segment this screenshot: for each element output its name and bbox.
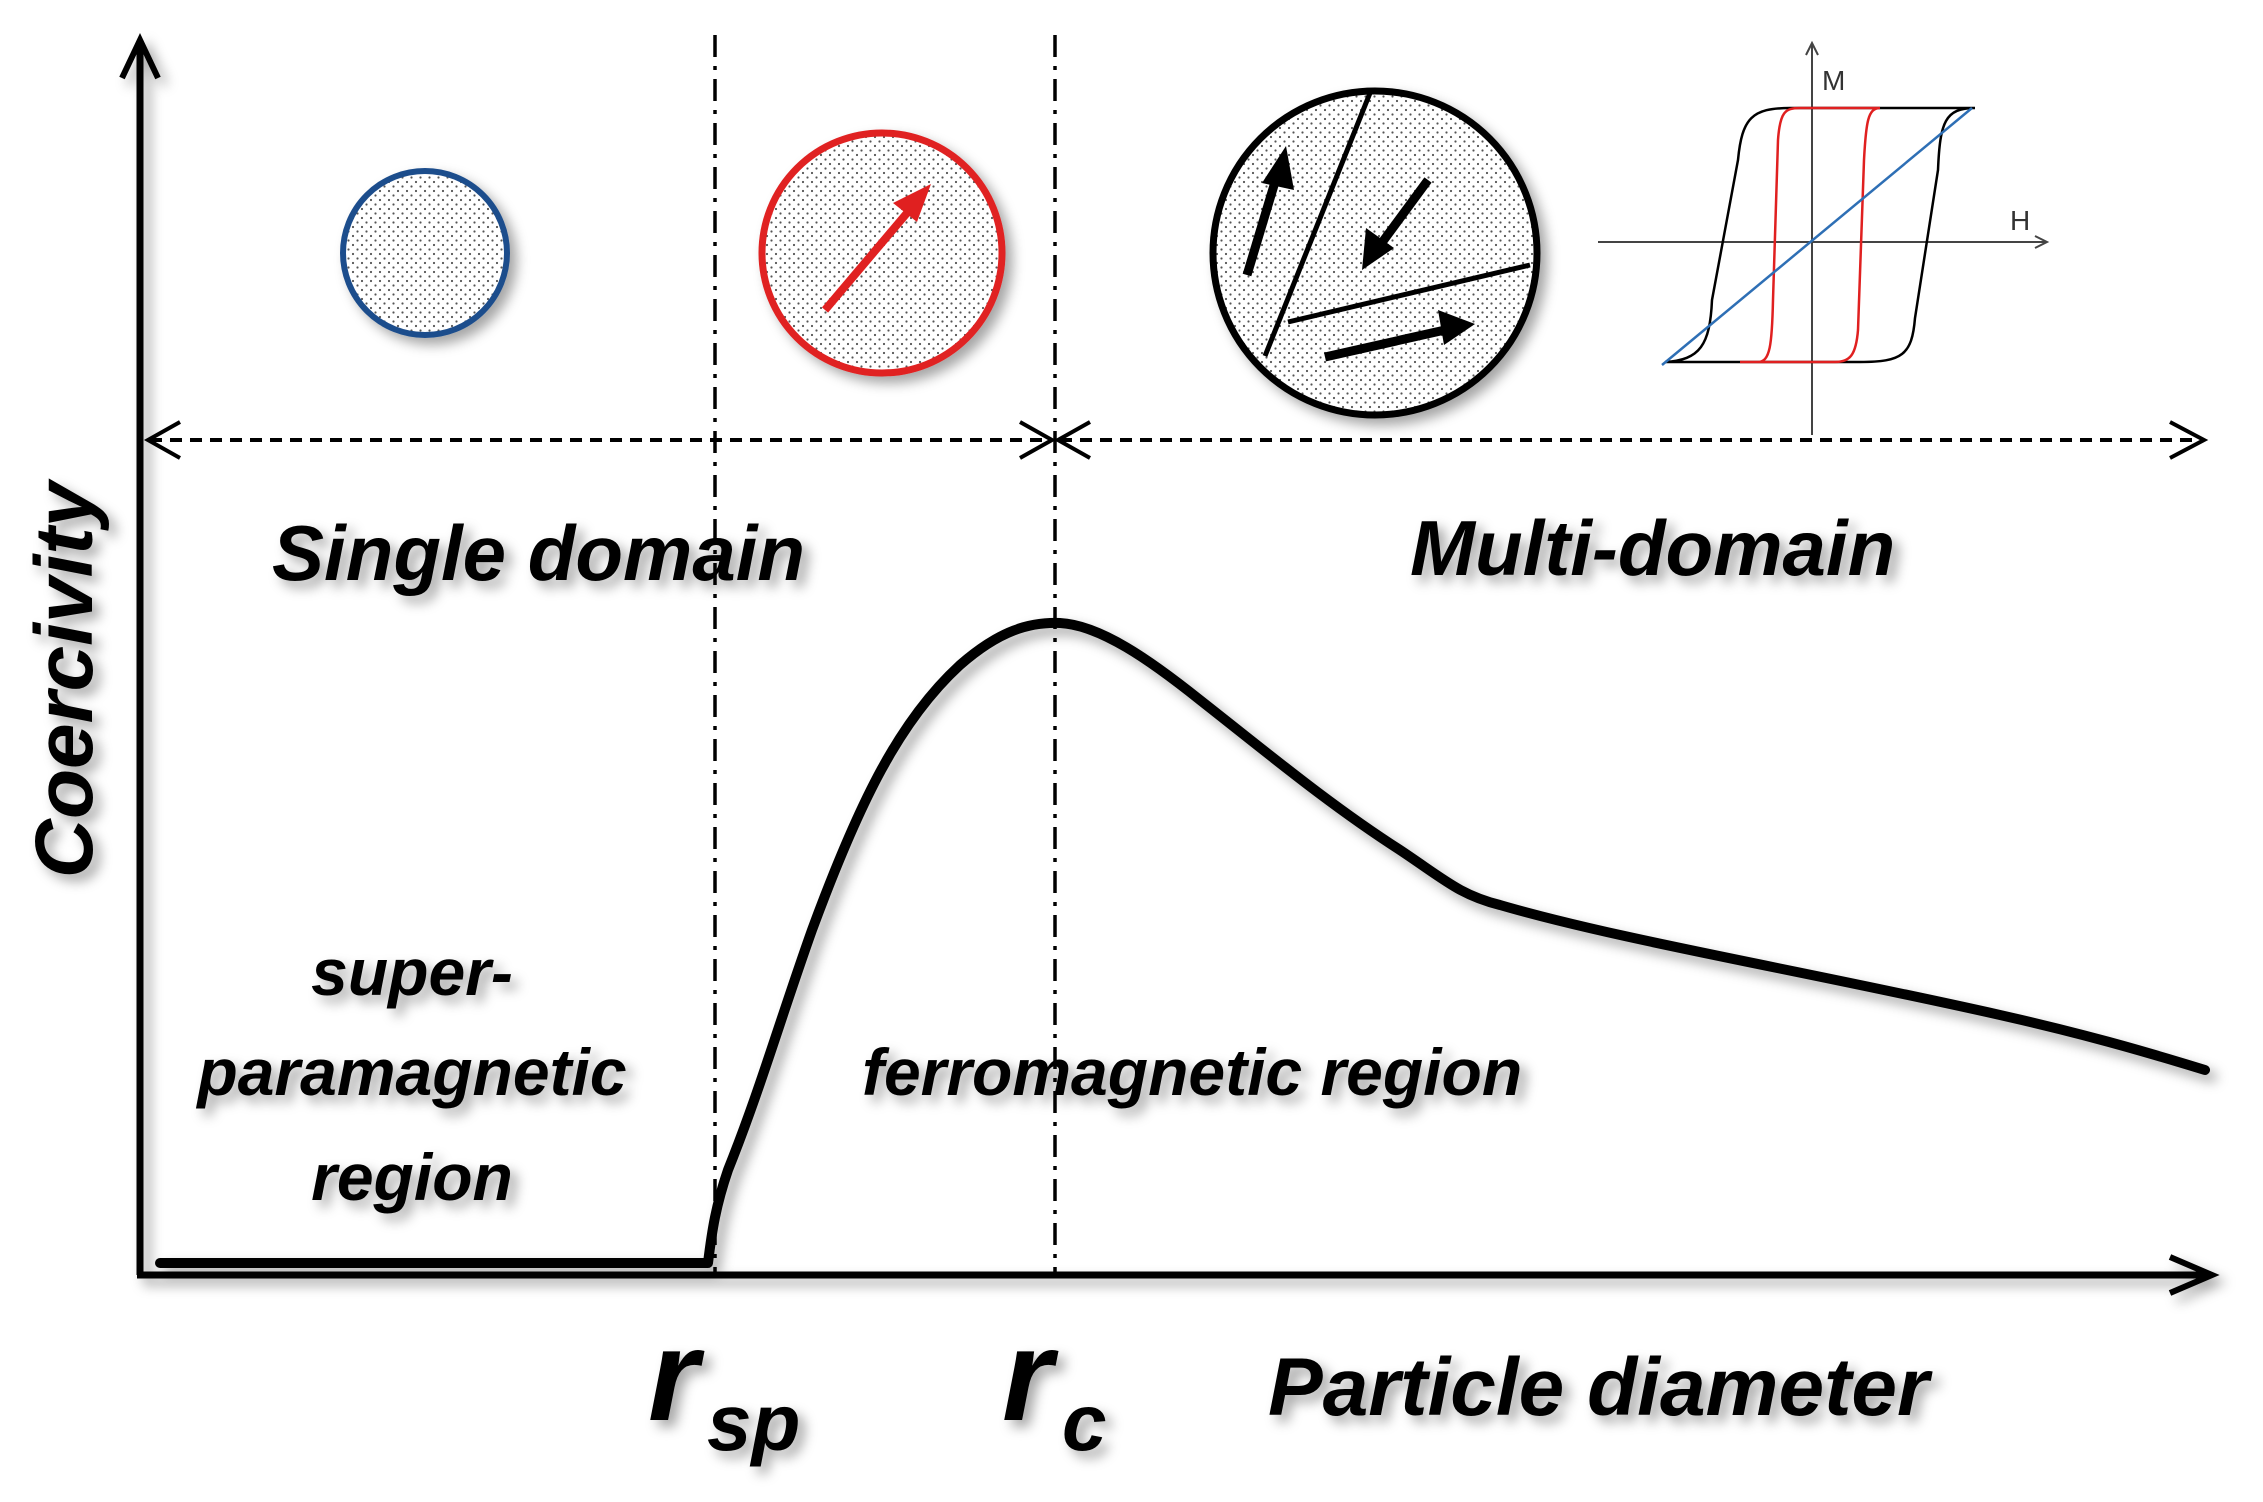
- svg-text:sp: sp: [707, 1378, 800, 1467]
- svg-text:c: c: [1062, 1378, 1107, 1467]
- hysteresis-inset: M H: [1598, 40, 2050, 435]
- superparamagnetic-particle: [340, 168, 510, 338]
- rsp-label: r sp: [648, 1302, 800, 1467]
- single-domain-label: Single domain: [272, 509, 805, 597]
- rc-label: r c: [1002, 1302, 1107, 1467]
- ferromagnetic-region-label: ferromagnetic region: [862, 1035, 1522, 1109]
- multi-domain-range-arrow: [1053, 420, 2209, 460]
- svg-text:r: r: [648, 1302, 705, 1448]
- linear-magnetization-line: [1661, 107, 1973, 366]
- wide-hysteresis-loop: [1664, 106, 1976, 364]
- svg-text:r: r: [1002, 1302, 1059, 1448]
- single-domain-range-arrow: [143, 420, 1057, 460]
- inset-m-label: M: [1822, 65, 1845, 96]
- magnetization-arrow: [821, 197, 922, 313]
- superparamagnetic-label-line2: paramagnetic: [195, 1035, 626, 1109]
- coercivity-curve: [155, 617, 2210, 1268]
- domain-wall: [1262, 92, 1373, 357]
- axes: [119, 32, 2220, 1296]
- superparamagnetic-label-line1: super-: [311, 935, 513, 1009]
- multi-domain-label: Multi-domain: [1410, 504, 1895, 592]
- superparamagnetic-label-line3: region: [311, 1140, 513, 1214]
- inset-h-label: H: [2010, 205, 2030, 236]
- y-axis-label: Coercivity: [19, 477, 110, 878]
- y-axis-arrowhead: [119, 32, 161, 80]
- x-axis-label: Particle diameter: [1268, 1342, 1933, 1433]
- multi-domain-particle: [1209, 87, 1541, 419]
- domain-wall: [1287, 262, 1531, 325]
- x-axis-arrowhead: [2168, 1254, 2220, 1296]
- narrow-hysteresis-loop: [1740, 106, 1881, 364]
- single-domain-particle: [758, 129, 1006, 377]
